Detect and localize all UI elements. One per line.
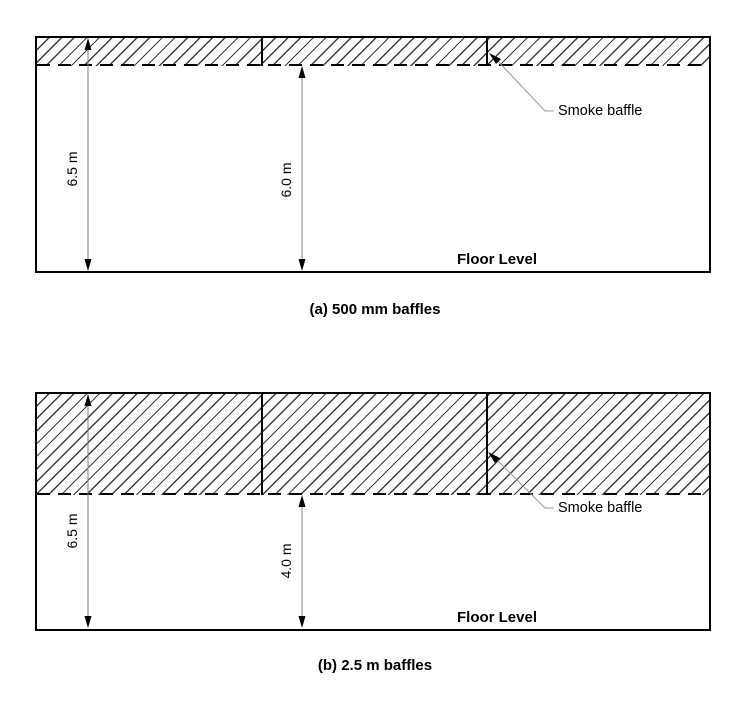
smoke-layer-dashed-line-a [37, 64, 709, 66]
smoke-baffle-label-b: Smoke baffle [558, 500, 643, 516]
baffle-divider-a-2 [486, 38, 488, 66]
clear-height-label-b: 4.0 m [278, 543, 294, 579]
baffle-zone-a [37, 38, 709, 66]
smoke-baffle-label-a: Smoke baffle [558, 103, 643, 119]
floor-level-label-b: Floor Level [456, 609, 538, 626]
caption-b: (b) 2.5 m baffles [317, 657, 433, 674]
clear-height-dimension-b [298, 495, 306, 628]
arrow-down-icon [298, 616, 306, 628]
baffle-zone-b [37, 394, 709, 495]
room-section-b: 6.5 m 4.0 m Smoke baffle Floor Level [35, 392, 711, 631]
dimension-overlay-a [84, 38, 554, 271]
baffle-divider-b-2 [486, 394, 488, 495]
caption-a: (a) 500 mm baffles [309, 301, 441, 318]
arrow-down-icon [298, 259, 306, 271]
baffle-divider-b-1 [261, 394, 263, 495]
floor-level-label-a: Floor Level [456, 251, 538, 268]
arrow-down-icon [84, 259, 92, 271]
clear-height-label-a: 6.0 m [278, 162, 294, 198]
room-section-a: 6.5 m 6.0 m Smoke baffle Floor Level [35, 36, 711, 273]
arrow-up-icon [298, 66, 306, 78]
smoke-layer-dashed-line-b [37, 493, 709, 495]
baffle-divider-a-1 [261, 38, 263, 66]
arrow-up-icon [298, 495, 306, 507]
overall-height-dimension-a [84, 38, 92, 271]
arrow-down-icon [84, 616, 92, 628]
clear-height-dimension-a [298, 66, 306, 271]
overall-height-label-a: 6.5 m [64, 151, 80, 187]
overall-height-label-b: 6.5 m [64, 513, 80, 549]
